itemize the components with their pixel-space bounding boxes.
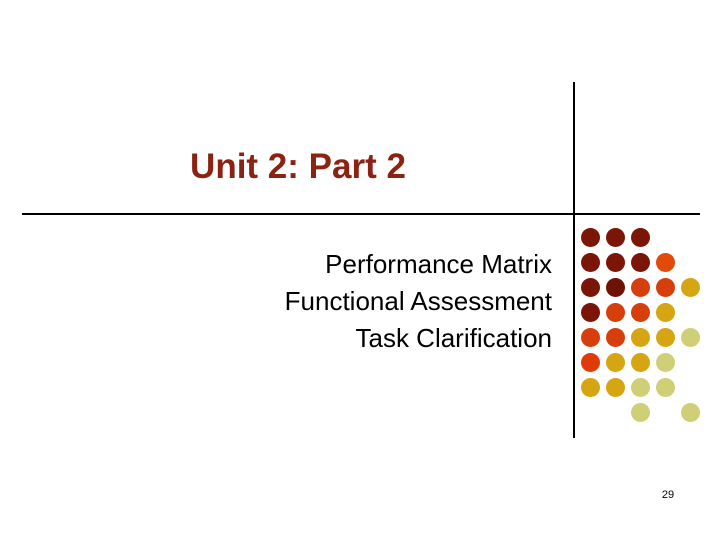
decoration-dot [631, 253, 650, 272]
decoration-dot [606, 253, 625, 272]
decoration-dot [581, 253, 600, 272]
decoration-dot [631, 278, 650, 297]
decoration-dot [606, 378, 625, 397]
decoration-dot [606, 228, 625, 247]
decoration-dot [631, 303, 650, 322]
decoration-dot [606, 303, 625, 322]
decoration-dot [656, 378, 675, 397]
decoration-dot [656, 278, 675, 297]
body-line-3: Task Clarification [355, 323, 552, 353]
decoration-dot [631, 228, 650, 247]
decoration-dot [631, 403, 650, 422]
decoration-dot [606, 278, 625, 297]
decoration-dot [631, 378, 650, 397]
decoration-dot [581, 228, 600, 247]
decoration-dot [581, 353, 600, 372]
decoration-dot [606, 328, 625, 347]
decoration-dot [681, 403, 700, 422]
horizontal-rule [22, 213, 700, 215]
decoration-dot [656, 328, 675, 347]
decoration-dot [581, 328, 600, 347]
decoration-dot [656, 353, 675, 372]
body-line-2: Functional Assessment [284, 286, 552, 316]
page-number: 29 [661, 489, 675, 501]
decoration-dot [581, 378, 600, 397]
decoration-dot [681, 278, 700, 297]
decoration-dot [581, 278, 600, 297]
decoration-dot [631, 328, 650, 347]
vertical-rule [573, 82, 575, 438]
decoration-dot [631, 353, 650, 372]
slide-body: Performance Matrix Functional Assessment… [152, 246, 552, 357]
decoration-dot [581, 303, 600, 322]
decoration-dot [681, 328, 700, 347]
decoration-dot [656, 303, 675, 322]
slide-title: Unit 2: Part 2 [190, 147, 406, 186]
body-line-1: Performance Matrix [325, 249, 552, 279]
dot-grid-decoration [581, 228, 701, 422]
decoration-dot [656, 253, 675, 272]
decoration-dot [606, 353, 625, 372]
